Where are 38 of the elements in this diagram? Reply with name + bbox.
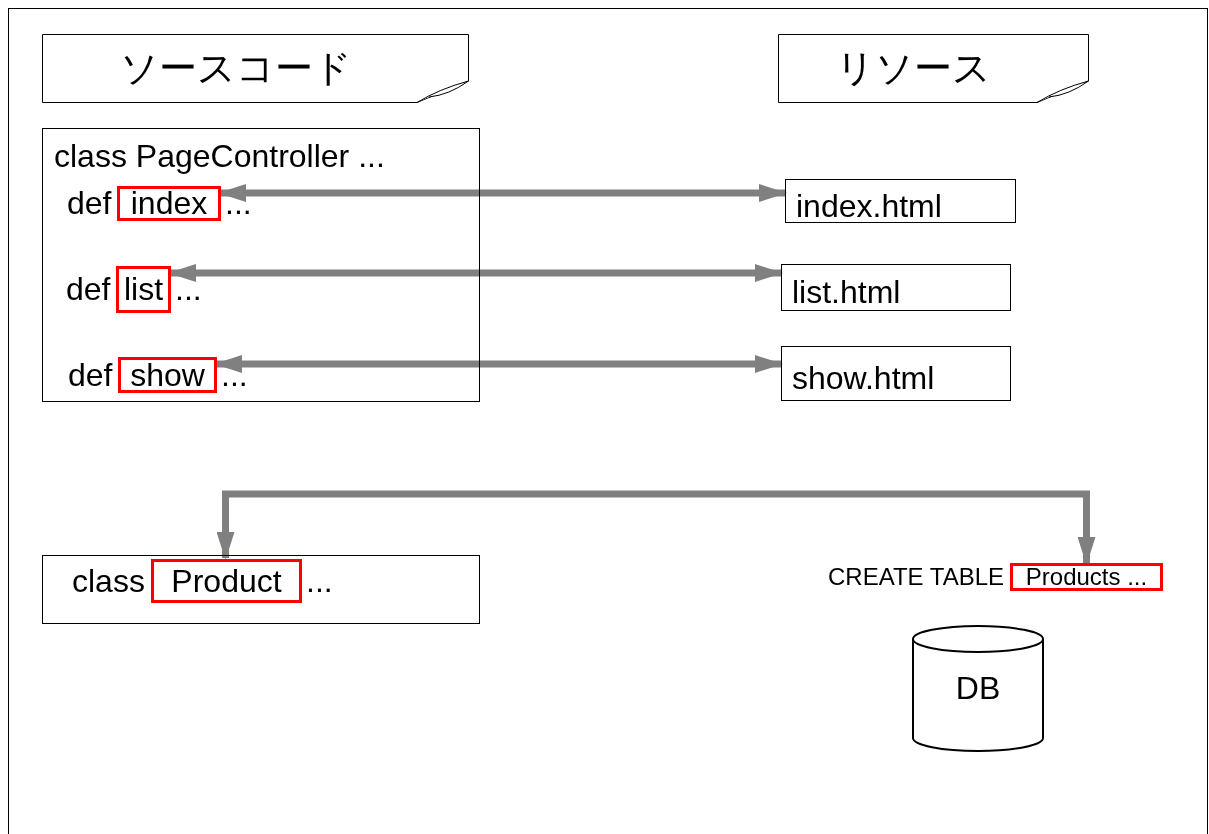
code-text: show [129, 360, 206, 390]
double-arrow [214, 355, 783, 373]
file-name: index.html [796, 186, 942, 226]
note-box [42, 34, 469, 103]
highlight-box [116, 266, 171, 313]
highlight-box [1010, 563, 1163, 591]
file-name: list.html [792, 273, 901, 312]
code-text: def [67, 189, 112, 218]
double-arrow [168, 264, 783, 282]
code-text: index [129, 189, 209, 218]
highlight-box [118, 357, 217, 393]
file-box [785, 179, 1016, 223]
code-text: Product [170, 562, 283, 600]
database-label: DB [954, 669, 1002, 708]
highlight-box [151, 559, 302, 603]
highlight-box [117, 186, 221, 221]
code-text: ... [225, 189, 252, 218]
file-name: show.html [792, 359, 935, 398]
code-text: ... [175, 270, 202, 309]
file-box [781, 346, 1011, 401]
code-text: list [122, 270, 165, 309]
file-box [781, 264, 1011, 311]
code-text: ... [306, 562, 333, 600]
database-cylinder [912, 625, 1044, 752]
code-text: CREATE TABLE [828, 566, 1005, 588]
double-arrow [218, 184, 787, 202]
double-arrow [216, 490, 1096, 565]
code-text: class PageController ... [54, 137, 385, 176]
code-box [42, 128, 480, 402]
code-text: Products ... [1024, 566, 1149, 588]
code-text: def [66, 270, 111, 309]
heading-text: リソース [835, 45, 992, 91]
note-box [778, 34, 1089, 103]
code-box [42, 555, 480, 624]
code-text: class [72, 562, 145, 600]
code-text: def [68, 360, 113, 390]
code-text: ... [221, 360, 248, 390]
heading-text: ソースコード [118, 45, 353, 91]
